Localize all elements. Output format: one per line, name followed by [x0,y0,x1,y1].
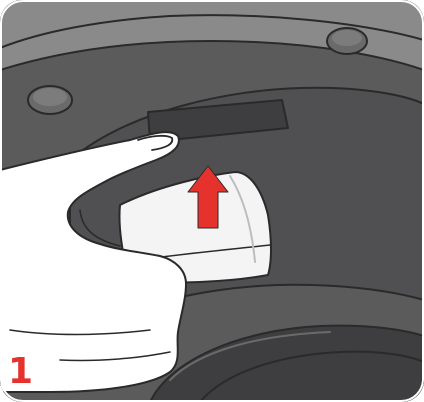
step-number-label: 1 [8,352,33,392]
